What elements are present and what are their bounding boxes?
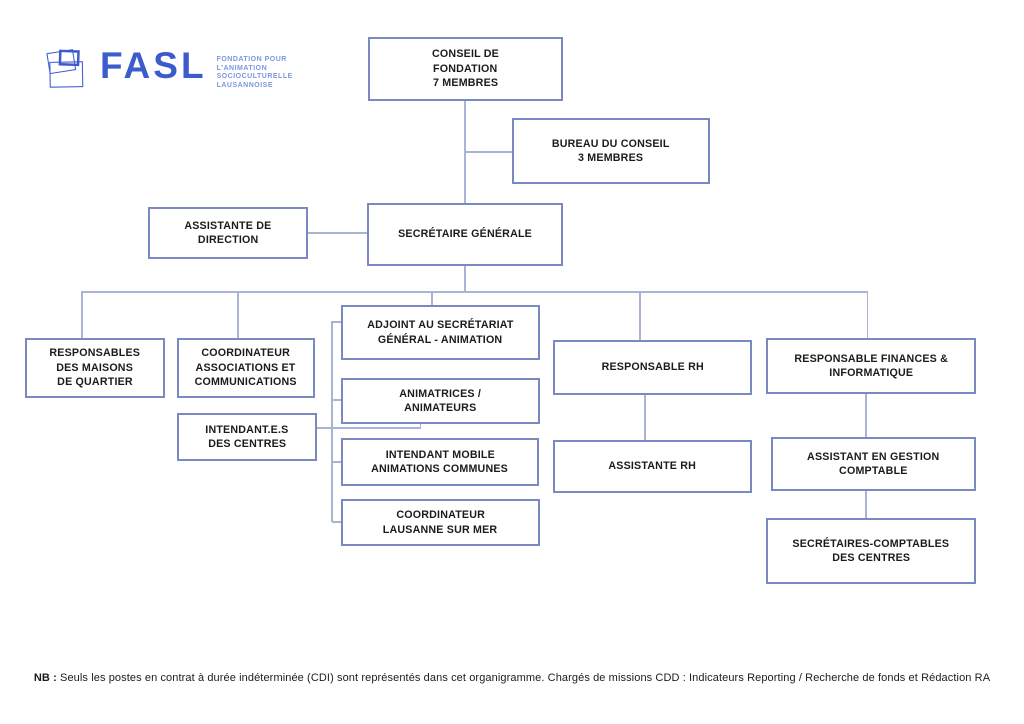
- org-box-label: COMMUNICATIONS: [194, 376, 298, 389]
- org-box-label: DE QUARTIER: [57, 376, 133, 389]
- connector-line-drop-responsable-finances: [866, 291, 868, 338]
- org-box-label: ASSISTANT EN GESTION: [807, 450, 940, 463]
- footnote-text: Seuls les postes en contrat à durée indé…: [56, 672, 991, 684]
- org-box-label: COORDINATEUR: [396, 509, 485, 521]
- org-box-label: INTENDANT MOBILE: [385, 448, 495, 461]
- org-box-label: BUREAU DU CONSEIL: [552, 137, 670, 150]
- org-box-label: GÉNÉRAL - ANIMATION: [378, 333, 503, 346]
- org-box-secretaire-generale: SECRÉTAIRE GÉNÉRALE: [367, 203, 563, 266]
- org-box-secretaires-comptables-des-centres: SECRÉTAIRES-COMPTABLES DES CENTRES: [766, 518, 976, 584]
- org-box-label: DES CENTRES: [831, 552, 911, 564]
- connector-line-stub-adjoint: [332, 321, 341, 323]
- org-box-label: INFORMATIQUE: [829, 367, 913, 379]
- connector-line-drop-responsable-rh: [639, 291, 641, 340]
- org-box-label: ASSISTANTE RH: [608, 460, 697, 473]
- connector-line-intendants-centres-jog: [419, 423, 421, 428]
- org-box-intendant-e-s-des-centres: INTENDANT.E.S DES CENTRES: [177, 413, 317, 461]
- org-box-label: CONSEIL DE: [432, 48, 499, 61]
- org-box-label: ADJOINT AU SECRÉTARIAT: [367, 319, 514, 331]
- org-box-label: ASSISTANTE DE: [184, 219, 272, 232]
- logo-tagline-line: FONDATION POUR: [216, 56, 287, 63]
- org-box-responsable-rh: RESPONSABLE RH: [553, 340, 752, 395]
- logo-acronym: FASL: [100, 45, 207, 86]
- connector-line-secretaire-to-rail: [464, 266, 466, 292]
- connector-line-assistant-to-secretaires-comptables: [865, 491, 867, 518]
- connector-line-main-rail: [82, 291, 868, 293]
- connector-line-rh-to-assistante-rh: [644, 395, 646, 440]
- footnote-prefix: NB :: [33, 672, 57, 684]
- connector-line-stub-animatrices: [332, 399, 341, 401]
- org-box-assistant-en-gestion-comptable: ASSISTANT EN GESTION COMPTABLE: [771, 437, 976, 491]
- org-box-responsable-finances-informatique: RESPONSABLE FINANCES & INFORMATIQUE: [766, 338, 976, 394]
- connector-line-intendants-centres-link: [317, 427, 421, 429]
- org-box-label: COMPTABLE: [839, 465, 908, 477]
- connector-line-stub-intendant-mobile: [332, 461, 341, 463]
- org-box-label: LAUSANNE SUR MER: [383, 523, 498, 536]
- connector-line-conseil-to-secretaire: [464, 101, 466, 203]
- connector-line-stub-coordinateur-lausanne: [332, 521, 341, 523]
- org-box-animatrices-animateurs: ANIMATRICES / ANIMATEURS: [341, 378, 540, 424]
- org-box-label: 7 MEMBRES: [432, 77, 499, 90]
- org-box-label: INTENDANT.E.S: [205, 423, 289, 436]
- connector-line-assistante-to-secretaire: [308, 232, 367, 234]
- org-box-label: 3 MEMBRES: [578, 152, 644, 164]
- logo-tagline-line: SOCIOCULTURELLE: [216, 73, 293, 80]
- logo-tagline-line: LAUSANNOISE: [216, 81, 274, 89]
- logo-tagline-line: L'ANIMATION: [216, 64, 268, 72]
- connector-line-finances-to-assistant: [865, 394, 867, 437]
- footnote: NB : Seuls les postes en contrat à durée…: [0, 672, 1024, 684]
- org-box-assistante-rh: ASSISTANTE RH: [553, 440, 752, 493]
- connector-line-bracket-vertical: [331, 321, 333, 522]
- org-box-intendant-mobile-animations-communes: INTENDANT MOBILE ANIMATIONS COMMUNES: [341, 438, 539, 486]
- org-box-label: RESPONSABLES: [49, 347, 141, 360]
- connector-line-drop-coordinateur-associations: [237, 291, 239, 338]
- connector-line-stub-to-bureau: [465, 151, 512, 153]
- org-box-assistante-de-direction: ASSISTANTE DE DIRECTION: [148, 207, 308, 259]
- org-box-coordinateur-lausanne-sur-mer: COORDINATEUR LAUSANNE SUR MER: [341, 499, 540, 546]
- overlapping-rectangles-icon: [46, 49, 84, 88]
- org-box-label: DES MAISONS: [56, 361, 134, 374]
- org-box-label: SECRÉTAIRES-COMPTABLES: [792, 537, 950, 550]
- org-box-label: FONDATION: [433, 62, 498, 75]
- org-box-bureau-du-conseil: BUREAU DU CONSEIL 3 MEMBRES: [512, 118, 710, 184]
- org-box-label: RESPONSABLE FINANCES &: [794, 352, 948, 365]
- connector-line-drop-responsables-maisons: [81, 291, 83, 338]
- org-box-label: ANIMATEURS: [404, 402, 477, 414]
- org-box-label: ANIMATIONS COMMUNES: [371, 463, 509, 475]
- connector-line-drop-adjoint: [431, 291, 433, 306]
- org-box-label: ANIMATRICES /: [399, 387, 482, 400]
- org-box-label: COORDINATEUR: [201, 347, 291, 360]
- org-box-label: DES CENTRES: [207, 438, 287, 450]
- org-box-label: SECRÉTAIRE GÉNÉRALE: [398, 228, 532, 241]
- org-box-label: DIRECTION: [197, 234, 259, 246]
- org-box-label: RESPONSABLE RH: [601, 361, 704, 374]
- org-box-label: ASSOCIATIONS ET: [196, 361, 296, 374]
- org-box-adjoint-au-secretariat-general-animation: ADJOINT AU SECRÉTARIAT GÉNÉRAL - ANIMATIO…: [341, 305, 540, 360]
